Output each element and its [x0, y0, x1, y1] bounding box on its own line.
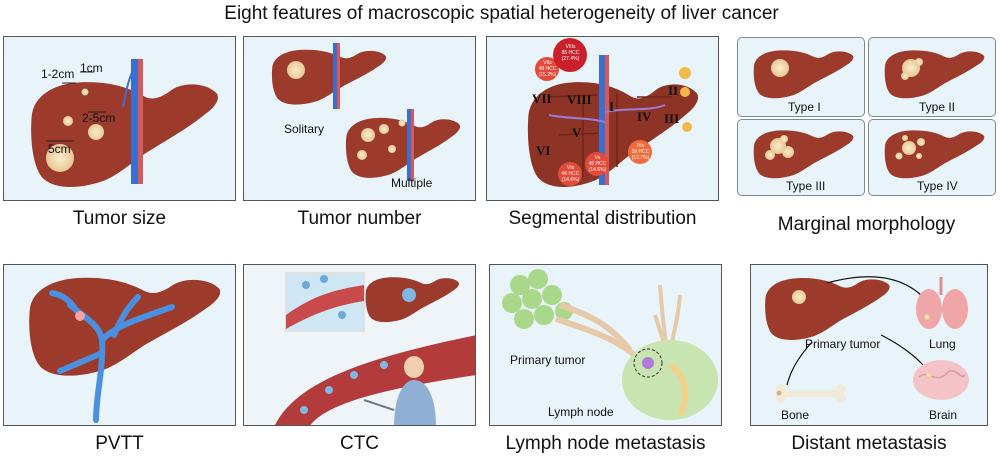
solitary-tumor	[287, 61, 305, 79]
liver-solitary	[271, 49, 387, 105]
marginal-type-2: Type II	[868, 37, 996, 117]
label-multiple: Multiple	[391, 176, 433, 190]
tumor-thrombus	[75, 311, 85, 321]
label-primary-tumor-distant: Primary tumor	[805, 337, 881, 351]
caption-segmental: Segmental distribution	[508, 208, 697, 229]
segment-label-ii: II	[668, 83, 679, 98]
tumor-number-panel: Solitary Multiple	[243, 36, 476, 201]
pvtt-panel	[3, 264, 236, 426]
brain-icon	[913, 360, 969, 400]
marginal-type-3: Type III	[737, 119, 865, 196]
segment-label-iii: III	[664, 111, 680, 126]
primary-tumor-cluster	[502, 269, 573, 329]
segment-label-vii: VII	[532, 91, 552, 106]
segment-label-vi: VI	[536, 143, 551, 158]
tumor-size-panel: 1cm 1-2cm 2-5cm 5cm	[3, 36, 236, 201]
caption-distant: Distant metastasis	[791, 433, 947, 454]
figure-title: Eight features of macroscopic spatial he…	[224, 3, 779, 24]
aorta	[138, 59, 143, 184]
lymph-panel: Primary tumor Lymph node	[489, 264, 722, 426]
metastasis-highlight	[633, 348, 663, 378]
distant-panel: Primary tumor Lung Bone Brain	[750, 264, 988, 426]
label-lung: Lung	[929, 337, 956, 351]
lung-icon	[916, 277, 968, 329]
tumor-type-1	[771, 59, 789, 77]
portal-vein	[49, 290, 175, 423]
segment-label-viii: VIII	[567, 92, 592, 107]
label-lymph-node: Lymph node	[548, 405, 614, 419]
lymph-node	[622, 340, 718, 420]
patient-head	[404, 356, 424, 378]
size-label-1-2cm: 1-2cm	[41, 67, 75, 81]
label-solitary: Solitary	[284, 122, 325, 136]
size-label-5cm: 5cm	[48, 142, 71, 156]
tumor-1cm	[81, 88, 89, 96]
patient-body	[394, 380, 436, 425]
caption-ctc: CTC	[339, 433, 380, 454]
segment-label-i: I	[609, 99, 615, 114]
caption-tumor-number: Tumor number	[297, 208, 422, 229]
label-primary-tumor: Primary tumor	[510, 353, 586, 367]
tumor-1-2cm	[63, 116, 73, 126]
blood-vessel	[275, 335, 475, 425]
label-type-4: Type IV	[917, 179, 958, 193]
tumor-2-5cm	[88, 124, 104, 140]
caption-marginal: Marginal morphology	[777, 214, 956, 235]
liver-multiple	[345, 117, 461, 178]
label-type-2: Type II	[919, 100, 956, 114]
bone-icon	[776, 384, 846, 403]
marginal-type-1: Type I	[737, 37, 865, 117]
caption-tumor-size: Tumor size	[72, 208, 167, 229]
size-label-2-5cm: 2-5cm	[82, 111, 116, 125]
label-type-3: Type III	[786, 179, 826, 193]
label-brain: Brain	[929, 408, 958, 422]
caption-pvtt: PVTT	[95, 433, 144, 454]
label-bone: Bone	[781, 408, 810, 422]
size-label-1cm: 1cm	[80, 61, 103, 75]
tumor-5cm	[46, 144, 74, 172]
label-type-1: Type I	[788, 100, 821, 114]
segment-label-iv: IV	[637, 109, 652, 124]
segment-label-v: V	[572, 125, 582, 140]
caption-lymph: Lymph node metastasis	[505, 433, 706, 454]
ctc-panel	[243, 264, 476, 426]
vena-cava	[131, 59, 138, 184]
marginal-type-4: Type IV	[868, 119, 996, 196]
liver-distant	[765, 278, 890, 340]
